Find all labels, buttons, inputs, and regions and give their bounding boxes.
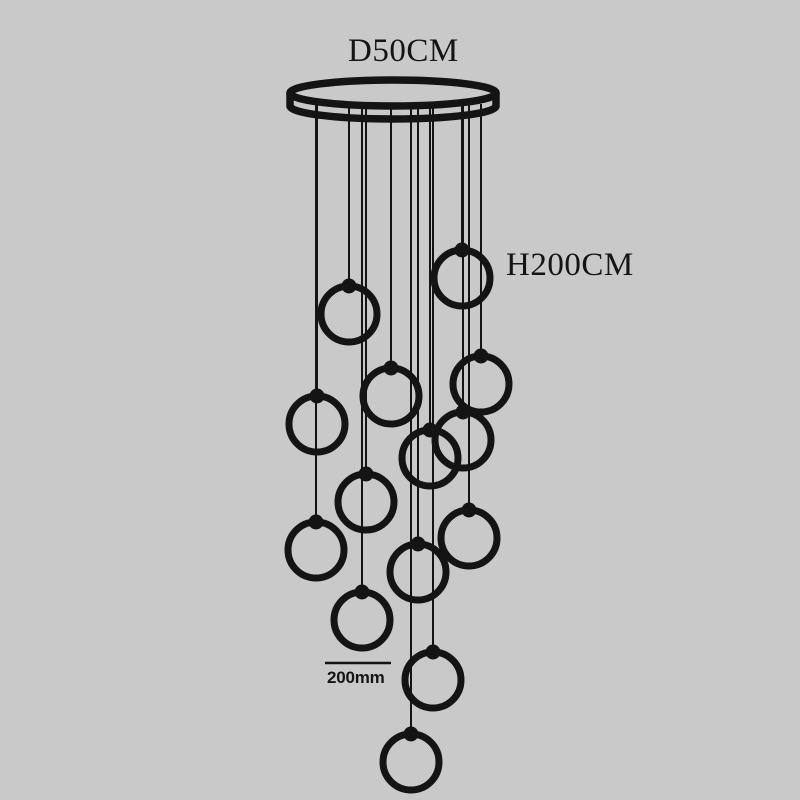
cable-attachment-node <box>454 242 470 258</box>
ring-outline <box>330 588 394 652</box>
cable-attachment-node <box>455 404 471 420</box>
pendant-ring <box>379 726 443 794</box>
pendant-ring <box>317 278 381 346</box>
cable-attachment-node <box>425 644 441 660</box>
pendant-rings-group <box>284 242 513 794</box>
ring-outline <box>284 518 348 582</box>
cable-attachment-node <box>308 514 324 530</box>
canopy-top-ellipse <box>286 76 500 110</box>
cable-attachment-node <box>358 466 374 482</box>
canopy-side-wall <box>286 89 500 123</box>
cable-attachment-node <box>354 584 370 600</box>
pendant-ring <box>401 644 465 712</box>
ring-outline <box>334 470 398 534</box>
ring-outline <box>401 648 465 712</box>
cable-attachment-node <box>403 726 419 742</box>
ring-outline <box>386 540 450 604</box>
pendant-ring <box>285 388 349 456</box>
ring-outline <box>379 730 443 794</box>
cable-attachment-node <box>341 278 357 294</box>
cable-attachment-node <box>410 536 426 552</box>
pendant-ring <box>334 466 398 534</box>
pendant-ring <box>437 502 501 570</box>
cable-attachment-node <box>473 348 489 364</box>
height-label: H200CM <box>506 247 634 283</box>
diameter-label: D50CM <box>348 33 459 69</box>
pendant-ring <box>284 514 348 582</box>
ring-outline <box>449 352 513 416</box>
pendant-ring <box>449 348 513 416</box>
ceiling-canopy <box>286 76 500 123</box>
pendant-ring <box>386 536 450 604</box>
cable-attachment-node <box>461 502 477 518</box>
pendant-ring <box>431 404 495 472</box>
ring-outline <box>317 282 381 346</box>
pendant-ring <box>430 242 494 310</box>
scale-bar-label: 200mm <box>327 668 385 687</box>
pendant-ring <box>359 360 423 428</box>
cable-attachment-node <box>383 360 399 376</box>
pendant-ring <box>330 584 394 652</box>
cable-attachment-node <box>309 388 325 404</box>
ring-outline <box>431 408 495 472</box>
ring-outline <box>437 506 501 570</box>
